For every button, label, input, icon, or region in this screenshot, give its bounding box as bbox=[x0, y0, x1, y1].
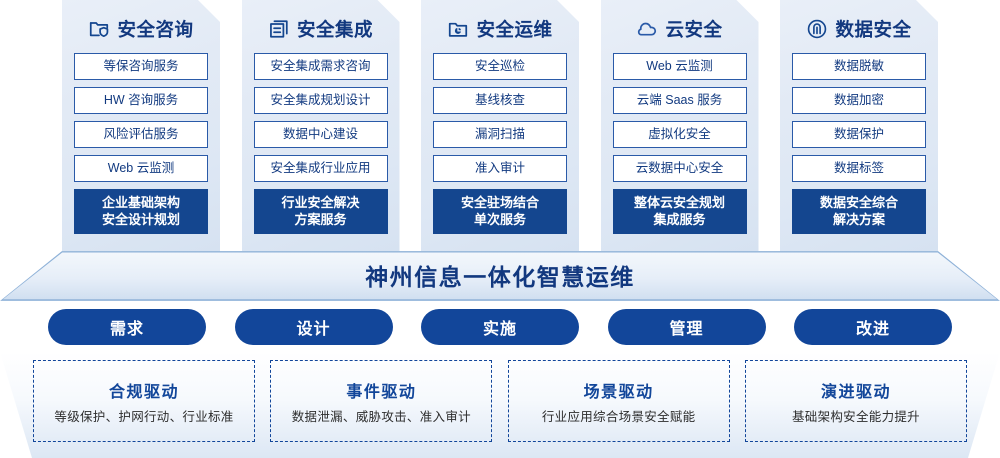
folder-pie-icon bbox=[449, 22, 468, 37]
card-header: 云安全 bbox=[613, 14, 747, 44]
card-header: 安全集成 bbox=[254, 14, 388, 44]
card-item[interactable]: 数据加密 bbox=[792, 87, 926, 114]
card-footer-highlight[interactable]: 整体云安全规划 集成服务 bbox=[612, 189, 747, 234]
card-item[interactable]: 云数据中心安全 bbox=[612, 155, 747, 182]
cloud-icon bbox=[638, 22, 657, 36]
service-card-security-integration[interactable]: 安全集成 安全集成需求咨询 安全集成规划设计 数据中心建设 安全集成行业应用 行… bbox=[242, 0, 400, 252]
card-header: 安全咨询 bbox=[74, 14, 208, 44]
card-item[interactable]: 基线核查 bbox=[433, 87, 567, 114]
fingerprint-icon bbox=[808, 19, 827, 39]
card-item[interactable]: 漏洞扫描 bbox=[433, 121, 567, 148]
card-item[interactable]: Web 云监测 bbox=[74, 155, 208, 182]
card-item[interactable]: 等保咨询服务 bbox=[74, 53, 208, 80]
card-item[interactable]: 数据保护 bbox=[792, 121, 926, 148]
card-item[interactable]: 数据脱敏 bbox=[792, 53, 926, 80]
banner-trapezoid-shape bbox=[0, 251, 1000, 301]
folder-shield-icon bbox=[90, 22, 109, 38]
driver-scenario[interactable]: 场景驱动 行业应用综合场景安全赋能 bbox=[507, 360, 730, 442]
card-title: 安全运维 bbox=[476, 19, 553, 40]
card-footer-highlight[interactable]: 行业安全解决 方案服务 bbox=[253, 189, 388, 234]
card-item[interactable]: 安全集成规划设计 bbox=[253, 87, 388, 114]
card-title: 数据安全 bbox=[835, 19, 912, 40]
driver-incident[interactable]: 事件驱动 数据泄漏、威胁攻击、准入审计 bbox=[270, 360, 493, 442]
driver-subtitle: 等级保护、护网行动、行业标准 bbox=[54, 409, 234, 424]
driver-title: 事件驱动 bbox=[346, 383, 417, 401]
banner-title: 神州信息一体化智慧运维 bbox=[365, 263, 635, 290]
card-title: 安全咨询 bbox=[117, 19, 194, 40]
platform-banner: 神州信息一体化智慧运维 bbox=[0, 251, 1000, 301]
card-header: 安全运维 bbox=[433, 14, 567, 44]
driver-title: 演进驱动 bbox=[820, 383, 891, 401]
card-item[interactable]: 安全巡检 bbox=[433, 53, 567, 80]
service-card-security-consulting[interactable]: 安全咨询 等保咨询服务 HW 咨询服务 风险评估服务 Web 云监测 企业基础架… bbox=[62, 0, 220, 252]
card-title: 安全集成 bbox=[296, 19, 373, 40]
card-item[interactable]: Web 云监测 bbox=[612, 53, 747, 80]
card-item[interactable]: HW 咨询服务 bbox=[74, 87, 208, 114]
driver-title: 合规驱动 bbox=[108, 383, 179, 401]
card-item[interactable]: 风险评估服务 bbox=[74, 121, 208, 148]
card-item[interactable]: 安全集成需求咨询 bbox=[253, 53, 388, 80]
service-card-cloud-security[interactable]: 云安全 Web 云监测 云端 Saas 服务 虚拟化安全 云数据中心安全 整体云… bbox=[601, 0, 759, 252]
driver-subtitle: 基础架构安全能力提升 bbox=[791, 409, 920, 424]
card-item[interactable]: 数据标签 bbox=[792, 155, 926, 182]
drivers-panel: 合规驱动 等级保护、护网行动、行业标准 事件驱动 数据泄漏、威胁攻击、准入审计 … bbox=[0, 352, 1000, 458]
driver-compliance[interactable]: 合规驱动 等级保护、护网行动、行业标准 bbox=[33, 360, 255, 442]
service-card-data-security[interactable]: 数据安全 数据脱敏 数据加密 数据保护 数据标签 数据安全综合 解决方案 bbox=[780, 0, 938, 252]
driver-subtitle: 行业应用综合场景安全赋能 bbox=[541, 409, 696, 424]
pill-management[interactable]: 管理 bbox=[607, 309, 766, 345]
drivers-trapezoid-shape bbox=[0, 352, 1000, 458]
card-item[interactable]: 准入审计 bbox=[433, 155, 567, 182]
pill-requirement[interactable]: 需求 bbox=[48, 309, 206, 345]
card-item[interactable]: 数据中心建设 bbox=[253, 121, 388, 148]
service-card-security-operations[interactable]: 安全运维 安全巡检 基线核查 漏洞扫描 准入审计 安全驻场结合 单次服务 bbox=[421, 0, 579, 252]
card-item[interactable]: 云端 Saas 服务 bbox=[612, 87, 747, 114]
pill-design[interactable]: 设计 bbox=[234, 309, 393, 345]
card-footer-highlight[interactable]: 企业基础架构 安全设计规划 bbox=[74, 189, 208, 234]
driver-evolution[interactable]: 演进驱动 基础架构安全能力提升 bbox=[744, 360, 967, 442]
driver-subtitle: 数据泄漏、威胁攻击、准入审计 bbox=[291, 409, 471, 424]
card-title: 云安全 bbox=[665, 19, 723, 40]
documents-stack-icon bbox=[270, 20, 288, 38]
card-footer-highlight[interactable]: 数据安全综合 解决方案 bbox=[792, 189, 926, 234]
service-cards-row: 安全咨询 等保咨询服务 HW 咨询服务 风险评估服务 Web 云监测 企业基础架… bbox=[0, 0, 1000, 252]
card-footer-highlight[interactable]: 安全驻场结合 单次服务 bbox=[433, 189, 567, 234]
card-item[interactable]: 安全集成行业应用 bbox=[253, 155, 388, 182]
pill-implementation[interactable]: 实施 bbox=[421, 309, 579, 345]
card-header: 数据安全 bbox=[792, 14, 926, 44]
pill-improvement[interactable]: 改进 bbox=[794, 309, 952, 345]
card-item[interactable]: 虚拟化安全 bbox=[612, 121, 747, 148]
driver-title: 场景驱动 bbox=[583, 383, 654, 401]
lifecycle-pills-row: 需求 设计 实施 管理 改进 bbox=[0, 309, 1000, 347]
